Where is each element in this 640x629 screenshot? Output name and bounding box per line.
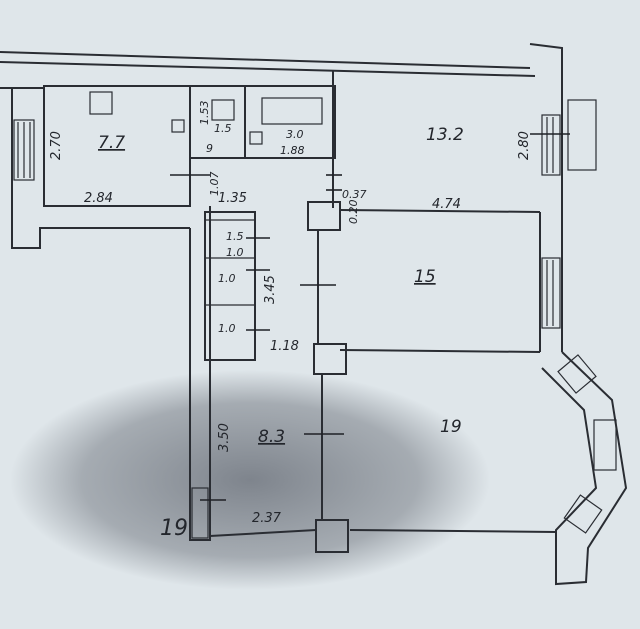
bath-area-label: 3.0 (286, 128, 304, 141)
hall-width-dim: 1.18 (270, 339, 299, 354)
room-se-area-label: 19 (440, 417, 462, 437)
shadow-area (10, 370, 490, 590)
kitchen-area-label: 7.7 (98, 133, 125, 153)
mid-width-dim: 4.74 (432, 197, 461, 212)
corridor-width-dim: 1.35 (218, 191, 247, 206)
closet4-area-label: 1.0 (218, 322, 236, 335)
ne-height-dim: 2.80 (517, 131, 532, 160)
closet-height-dim: 3.45 (263, 275, 278, 304)
wc-height-dim: 1.53 (198, 101, 211, 126)
wc-area-label: 1.5 (214, 122, 232, 135)
closet1-area-label: 1.5 (226, 230, 244, 243)
ne-wall-dim: 0.37 (342, 188, 367, 201)
bath-width-dim: 1.88 (280, 144, 305, 157)
room-ne-area-label: 13.2 (426, 125, 464, 145)
wc-number-label: 9 (206, 142, 213, 155)
hall-height-dim: 3.50 (217, 423, 232, 452)
kitchen-height-dim: 2.70 (49, 131, 64, 160)
closet2-area-label: 1.0 (226, 246, 244, 259)
dimension-ticks (170, 133, 570, 501)
small-vertical-dim: 1.07 (208, 172, 221, 197)
bottom-width-dim: 2.37 (252, 511, 282, 526)
room-mid-area-label: 15 (414, 267, 436, 287)
entrance-label: 19 (160, 516, 188, 541)
kitchen-width-dim: 2.84 (84, 191, 113, 206)
hall-area-label: 8.3 (258, 427, 285, 447)
ne-wall-2-dim: 0.20 (347, 200, 360, 225)
closet3-area-label: 1.0 (218, 272, 236, 285)
outer-walls (0, 43, 628, 586)
